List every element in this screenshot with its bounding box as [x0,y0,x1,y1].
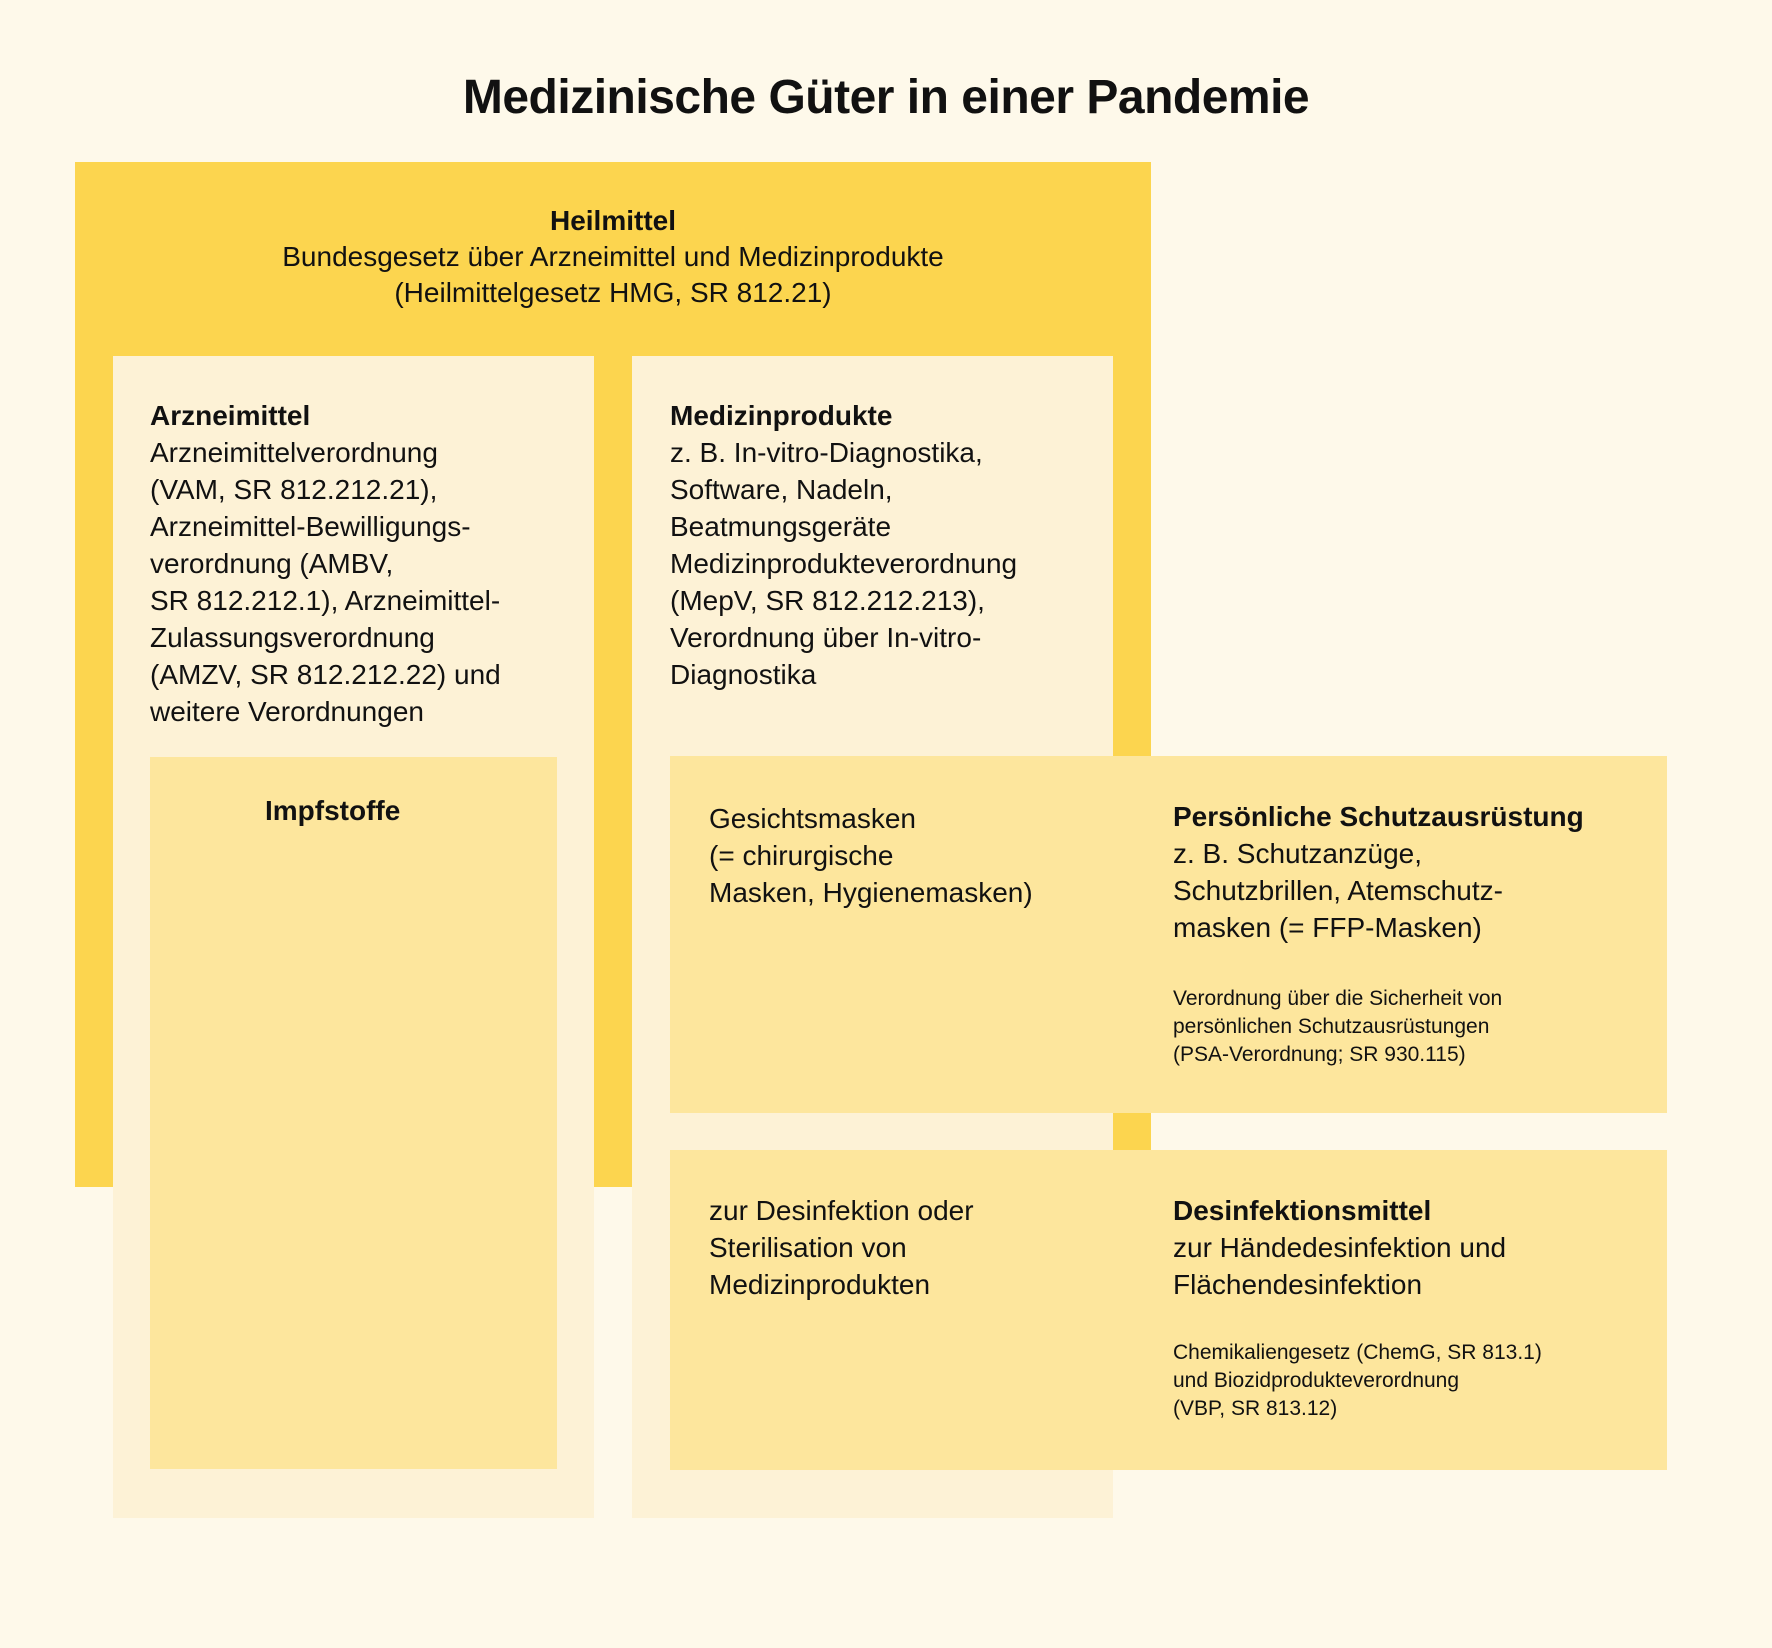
arzneimittel-line: SR 812.212.1), Arzneimittel- [150,585,501,616]
desinfektion-medizinprodukte-line: zur Desinfektion oder [709,1195,974,1226]
arzneimittel-line: weitere Verordnungen [150,696,424,727]
arzneimittel-line: verordnung (AMBV, [150,548,394,579]
medizinprodukte-line: (MepV, SR 812.212.213), [670,585,985,616]
medizinprodukte-line: Software, Nadeln, [670,474,893,505]
impfstoffe-heading: Impfstoffe [265,795,401,826]
medizinprodukte-line: Beatmungsgeräte [670,511,892,542]
heilmittel-header: Heilmittel Bundesgesetz über Arzneimitte… [75,203,1151,311]
desinfektionsmittel-line: zur Händedesinfektion und [1173,1232,1507,1263]
heilmittel-heading: Heilmittel [549,205,677,236]
gesichtsmasken-line: Masken, Hygienemasken) [709,877,1033,908]
arzneimittel-line: Zulassungsverordnung [150,622,435,653]
desinfektionsmittel-line: Flächendesinfektion [1173,1269,1423,1300]
psa-law-text: Verordnung über die Sicherheit von persö… [1173,985,1653,1069]
medizinprodukte-line: z. B. In-vitro-Diagnostika, [670,437,983,468]
desinfektionsmittel-heading: Desinfektionsmittel [1173,1195,1432,1226]
psa-line: Schutzbrillen, Atemschutz- [1173,875,1503,906]
desinfektionsmittel-law-line: Chemikaliengesetz (ChemG, SR 813.1) [1173,1341,1542,1364]
medizinprodukte-line: Diagnostika [670,659,817,690]
arzneimittel-line: (VAM, SR 812.212.21), [150,474,438,505]
page-title: Medizinische Güter in einer Pandemie [462,71,1310,124]
arzneimittel-line: Arzneimittelverordnung [150,437,438,468]
medizinprodukte-heading: Medizinprodukte [670,400,893,431]
medizinprodukte-line: Medizinprodukteverordnung [670,548,1018,579]
psa-law-line: (PSA-Verordnung; SR 930.115) [1173,1043,1466,1066]
desinfektion-medizinprodukte-text: zur Desinfektion oder Sterilisation von … [709,1192,1089,1303]
medizinprodukte-line: Verordnung über In-vitro- [670,622,982,653]
arzneimittel-line: (AMZV, SR 812.212.22) und [150,659,501,690]
desinfektionsmittel-law-line: (VBP, SR 813.12) [1173,1397,1338,1420]
schutzausruestung-box [670,756,1667,1113]
psa-law-line: persönlichen Schutzausrüstungen [1173,1015,1490,1038]
medizinprodukte-text: Medizinprodukte z. B. In-vitro-Diagnosti… [670,397,1100,693]
desinfektionsmittel-law-text: Chemikaliengesetz (ChemG, SR 813.1) und … [1173,1339,1653,1423]
impfstoffe-box [150,757,557,1469]
gesichtsmasken-text: Gesichtsmasken (= chirurgische Masken, H… [709,800,1089,911]
desinfektion-medizinprodukte-line: Sterilisation von [709,1232,907,1263]
psa-law-line: Verordnung über die Sicherheit von [1173,987,1503,1010]
psa-line: z. B. Schutzanzüge, [1173,838,1423,869]
desinfektionsmittel-law-line: und Biozidprodukteverordnung [1173,1369,1460,1392]
psa-heading: Persönliche Schutzausrüstung [1173,801,1584,832]
psa-text: Persönliche Schutzausrüstung z. B. Schut… [1173,798,1653,946]
psa-line: masken (= FFP-Masken) [1173,912,1482,943]
arzneimittel-heading: Arzneimittel [150,400,311,431]
desinfektionsmittel-box [670,1150,1667,1470]
arzneimittel-line: Arzneimittel-Bewilligungs- [150,511,471,542]
gesichtsmasken-line: (= chirurgische [709,840,894,871]
heilmittel-line: (Heilmittelgesetz HMG, SR 812.21) [394,277,832,308]
desinfektion-medizinprodukte-line: Medizinprodukten [709,1269,931,1300]
desinfektionsmittel-text: Desinfektionsmittel zur Händedesinfektio… [1173,1192,1653,1303]
heilmittel-line: Bundesgesetz über Arzneimittel und Mediz… [282,241,944,272]
gesichtsmasken-line: Gesichtsmasken [709,803,916,834]
arzneimittel-text: Arzneimittel Arzneimittelverordnung (VAM… [150,397,570,730]
